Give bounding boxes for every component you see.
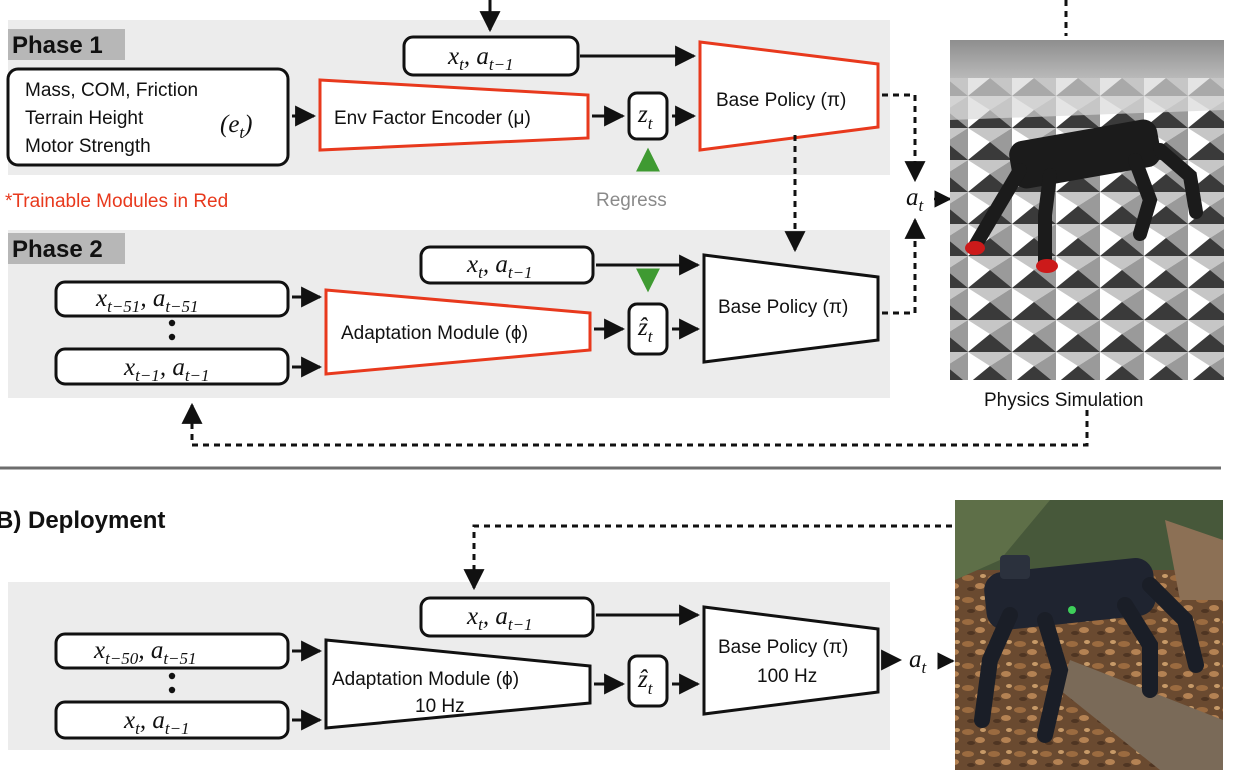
phase2-latent-hat-box — [627, 302, 669, 356]
phase2-current-obs-box — [419, 245, 595, 285]
env-factor-mass: Mass, COM, Friction — [25, 80, 198, 101]
env-factor-encoder — [318, 78, 590, 152]
phase2-base-policy-label: Base Policy (π) — [718, 297, 848, 318]
phase2-label-bg — [8, 233, 125, 264]
deploy-latent-hat-box — [627, 654, 669, 708]
deploy-ellipsis-dot-2 — [168, 686, 176, 694]
phase1-base-policy — [698, 40, 880, 152]
deploy-ellipsis-dot-1 — [168, 672, 176, 680]
deploy-action: at — [909, 646, 928, 677]
phase2-history-last: xt−1, at−1 — [123, 354, 210, 385]
env-factor-symbol: (et) — [220, 111, 252, 142]
regress-label: Regress — [596, 190, 667, 211]
arrow-real-feedback — [463, 524, 952, 591]
phase1-label: Phase 1 — [12, 32, 103, 59]
deploy-current-obs: xt, at−1 — [466, 603, 533, 634]
phase2-history-first-box — [54, 280, 290, 318]
phase2-history-first: xt−51, at−51 — [95, 285, 199, 316]
env-encoder-label: Env Factor Encoder (μ) — [334, 108, 531, 129]
deploy-history-last: xt, at−1 — [123, 707, 190, 738]
latent-z-box — [627, 91, 669, 141]
deploy-history-first-box — [54, 632, 290, 670]
trainable-note: *Trainable Modules in Red — [5, 191, 228, 212]
deploy-history-first: xt−50, at−51 — [93, 637, 197, 668]
deploy-base-policy — [702, 605, 880, 716]
env-factor-terrain: Terrain Height — [25, 108, 144, 129]
phase2-ellipsis-dot-2 — [168, 333, 176, 341]
deploy-adaptation-label: Adaptation Module (ϕ) — [332, 669, 519, 690]
phase1-base-policy-label: Base Policy (π) — [716, 90, 846, 111]
arrow-sim-feedback — [181, 402, 1089, 447]
phase2-history-last-box — [54, 347, 290, 386]
real-robot — [974, 555, 1204, 743]
simulation-image — [950, 40, 1224, 380]
phase1-label-bg — [8, 29, 125, 60]
phase2-latent-hat: ẑt — [637, 314, 654, 346]
deployment-title: B) Deployment — [0, 507, 165, 534]
regress-label-bg — [592, 184, 692, 212]
real-robot-photo — [955, 500, 1223, 770]
deploy-history-last-box — [54, 700, 290, 740]
sim-robot — [965, 119, 1203, 273]
deploy-adaptation-module — [324, 638, 592, 730]
deploy-current-obs-box — [419, 596, 595, 638]
phase2-ellipsis-dot-1 — [168, 319, 176, 327]
env-factors-box — [6, 67, 290, 167]
arrow-policy2-to-action — [882, 217, 926, 315]
phase2-base-policy — [702, 253, 880, 364]
phase2-adaptation-module — [324, 288, 592, 376]
sim-caption: Physics Simulation — [984, 390, 1143, 411]
deploy-base-policy-rate: 100 Hz — [757, 666, 817, 687]
arrow-policy1-to-action — [882, 93, 926, 183]
env-factor-motor: Motor Strength — [25, 136, 151, 157]
phase2-adaptation-label: Adaptation Module (ϕ) — [341, 323, 528, 344]
deploy-adaptation-rate: 10 Hz — [415, 696, 465, 717]
phase2-current-obs: xt, at−1 — [466, 251, 533, 282]
phase2-label: Phase 2 — [12, 236, 103, 263]
training-action: at — [906, 184, 925, 215]
deploy-base-policy-label: Base Policy (π) — [718, 637, 848, 658]
phase1-current-obs: xt, at−1 — [447, 43, 514, 74]
deploy-latent-hat: ẑt — [637, 666, 654, 698]
latent-z: zt — [637, 101, 654, 133]
phase1-current-obs-box — [402, 35, 580, 77]
